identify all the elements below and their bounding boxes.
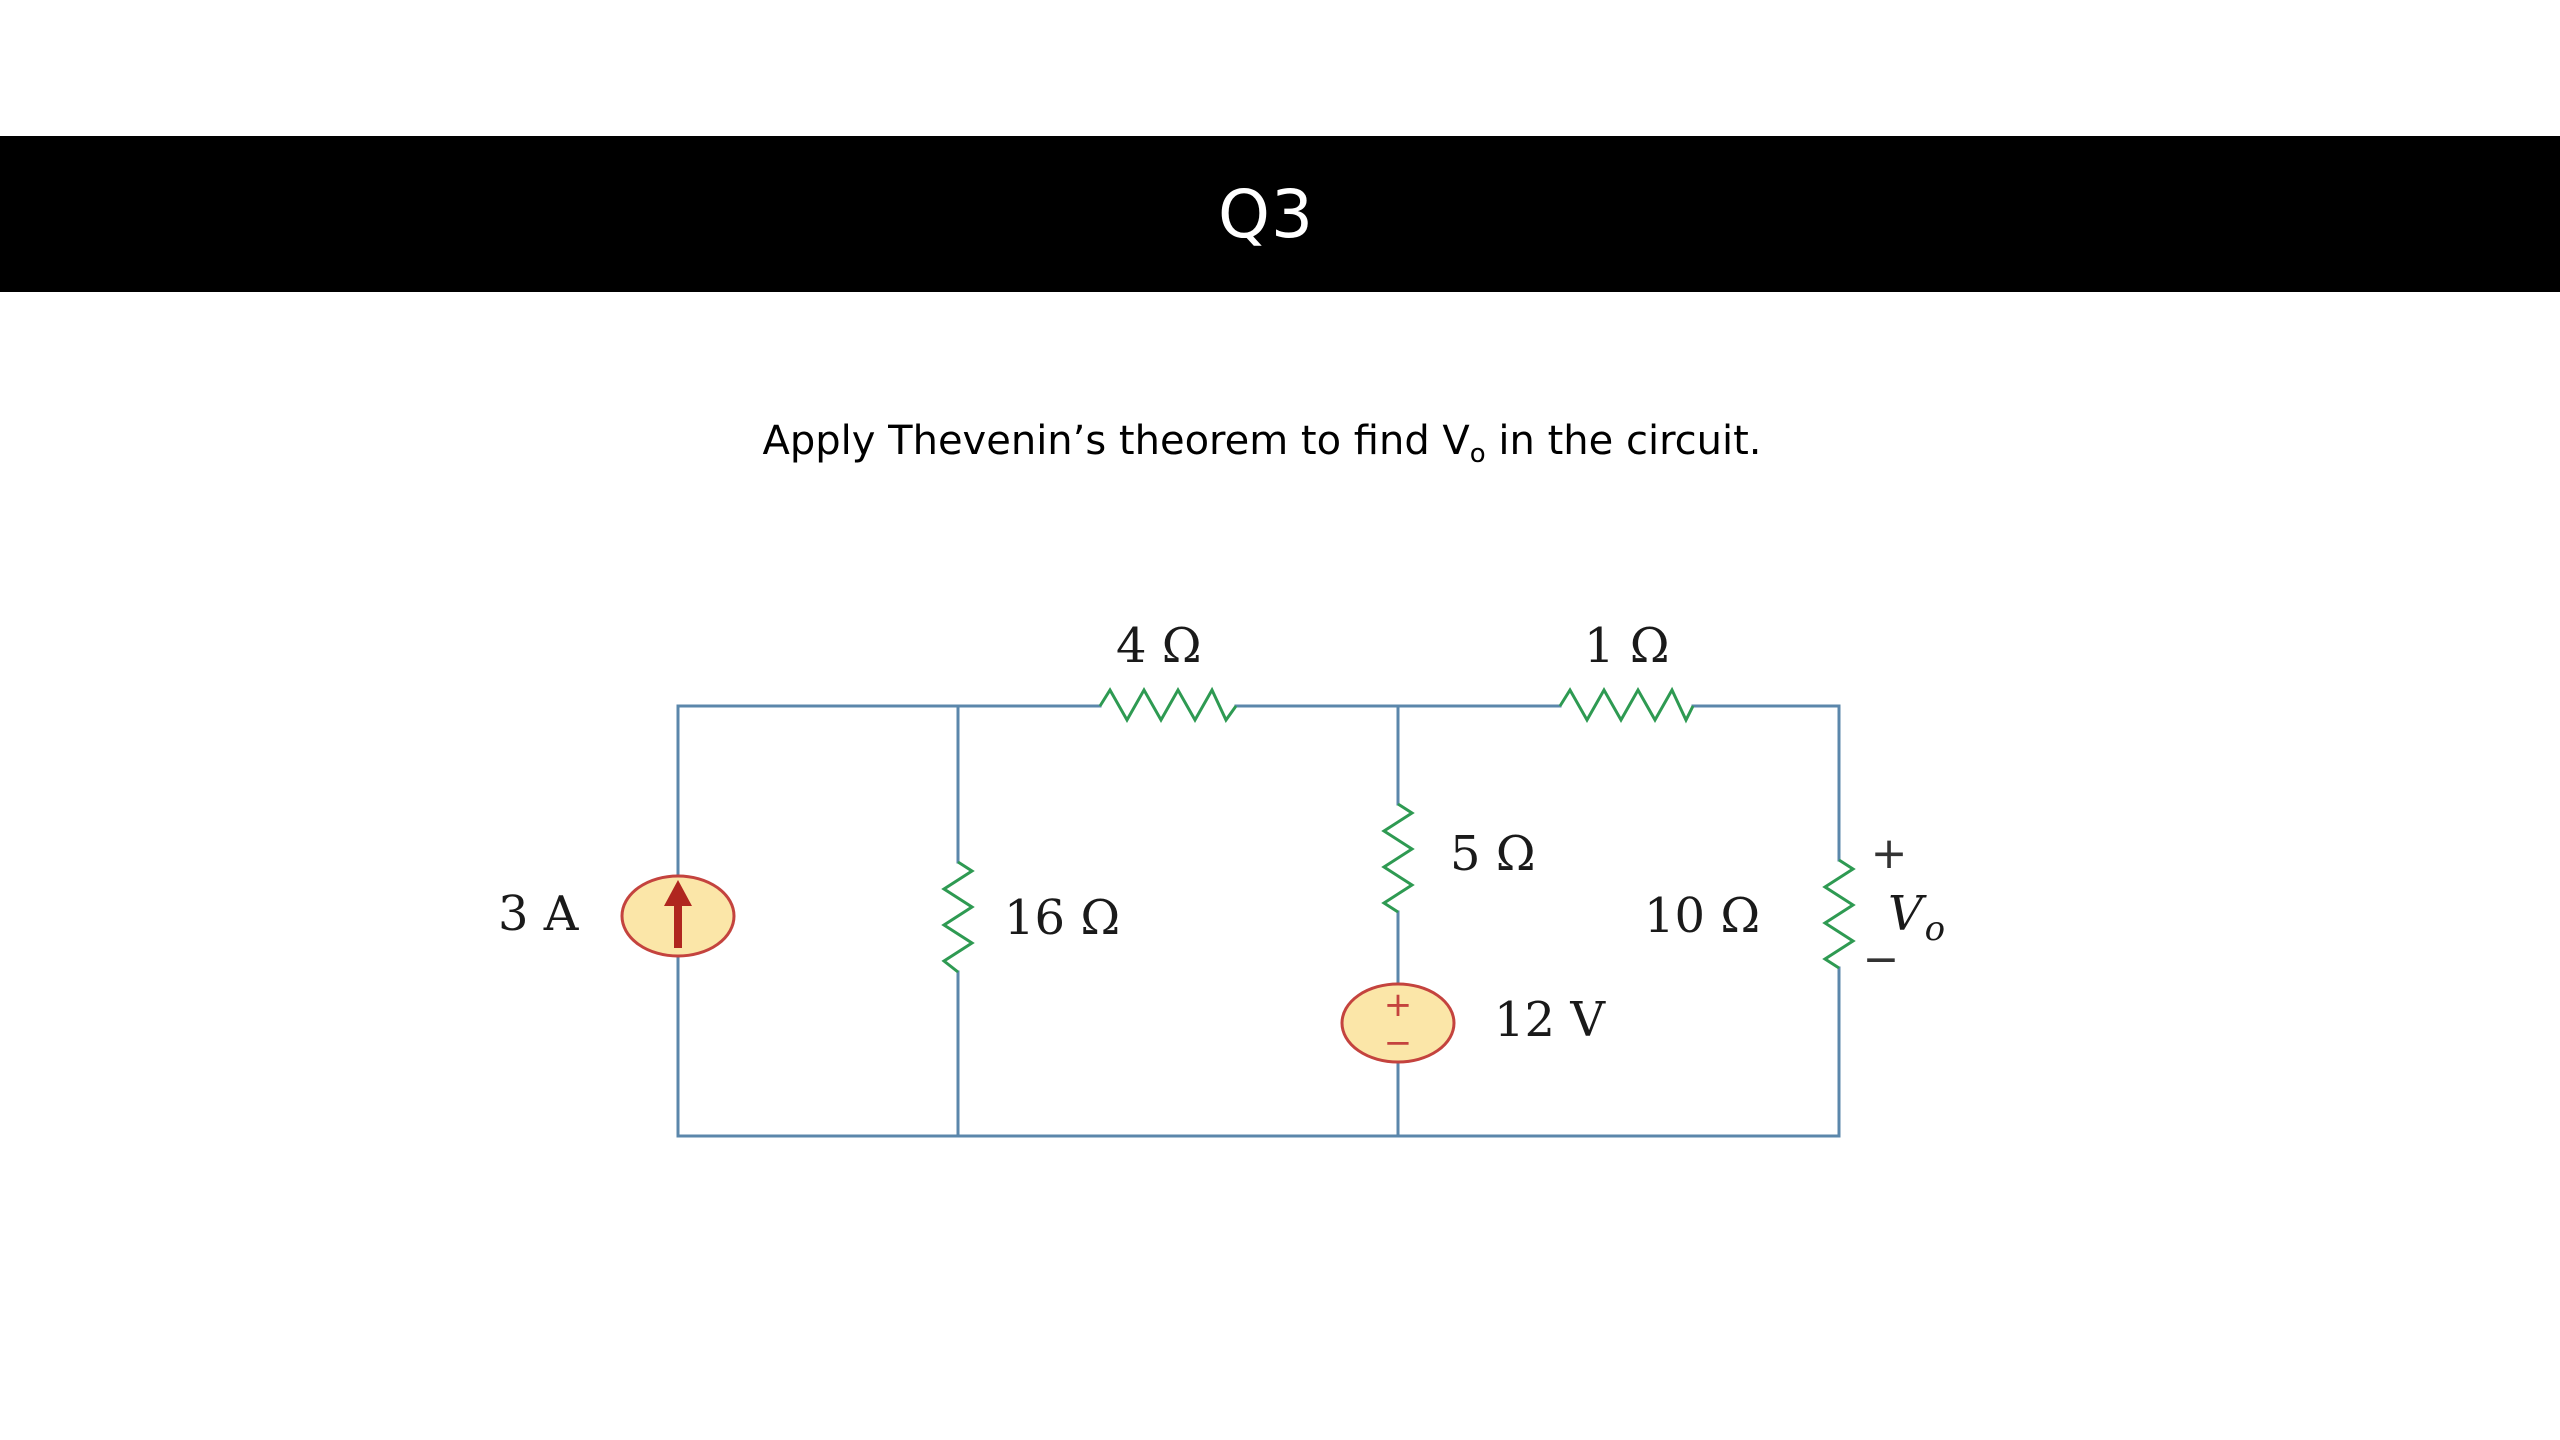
resistors xyxy=(941,686,1856,974)
resistor-16-ohm xyxy=(941,860,975,974)
label-3A: 3 A xyxy=(498,886,580,942)
question-before: Apply Thevenin’s theorem to find V xyxy=(762,418,1470,464)
current-source xyxy=(620,874,736,958)
vo-minus-sign: − xyxy=(1863,934,1900,985)
voltage-source-body xyxy=(1340,982,1456,1064)
label-4-ohm: 4 Ω xyxy=(1116,618,1202,674)
label-16-ohm: 16 Ω xyxy=(1004,890,1120,946)
voltage-source: + − xyxy=(1340,982,1456,1064)
current-source-arrow-head xyxy=(664,880,692,906)
resistor-4-ohm xyxy=(1098,686,1238,724)
vo-label-sub: o xyxy=(1925,909,1945,949)
vo-label-main: V xyxy=(1888,886,1927,942)
slide-title: Q3 xyxy=(1218,175,1314,253)
resistor-10-ohm xyxy=(1822,858,1856,970)
resistor-1-ohm xyxy=(1558,686,1695,724)
resistor-5-ohm xyxy=(1381,802,1415,914)
question-after: in the circuit. xyxy=(1485,418,1762,464)
vo-plus-sign: + xyxy=(1871,828,1908,879)
voltage-source-minus: − xyxy=(1384,1023,1413,1063)
circuit-wires xyxy=(676,704,1841,1138)
label-12V: 12 V xyxy=(1494,992,1606,1048)
question-subscript: o xyxy=(1469,439,1486,469)
vo-label: Vo xyxy=(1888,886,1945,949)
question-text: Apply Thevenin’s theorem to find Vo in t… xyxy=(0,418,2542,469)
label-1-ohm: 1 Ω xyxy=(1584,618,1670,674)
label-5-ohm: 5 Ω xyxy=(1450,826,1536,882)
voltage-source-plus: + xyxy=(1384,985,1413,1025)
title-bar: Q3 xyxy=(0,136,2560,292)
label-10-ohm: 10 Ω xyxy=(1644,888,1760,944)
